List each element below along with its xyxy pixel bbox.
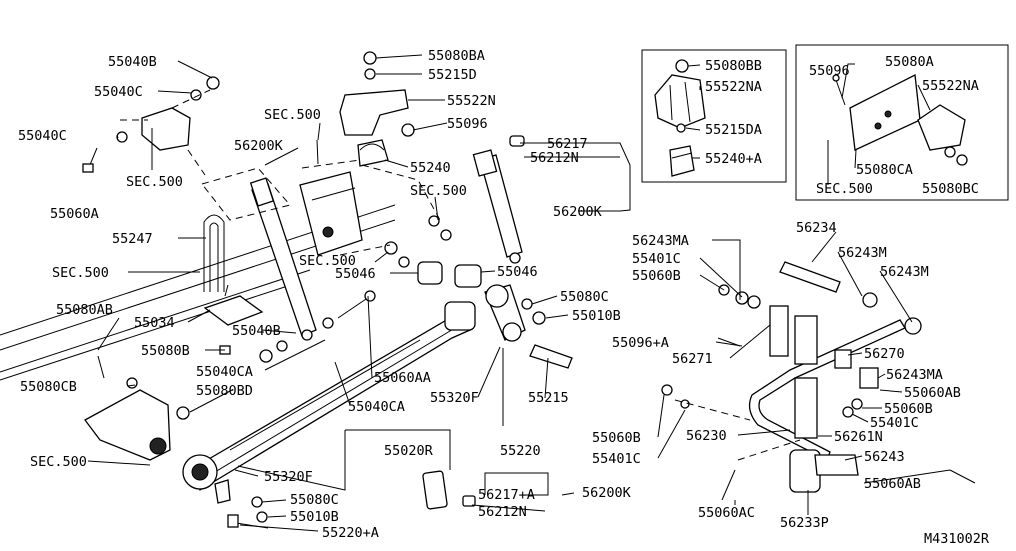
label-55080C: 55080C bbox=[290, 492, 339, 508]
label-56243MA: 56243MA bbox=[632, 233, 689, 249]
label-55060B: 55060B bbox=[632, 268, 681, 284]
label-55020R: 55020R bbox=[384, 443, 434, 459]
label-sec500: SEC.500 bbox=[126, 174, 183, 190]
label-55080AB: 55080AB bbox=[56, 302, 113, 318]
label-55060B: 55060B bbox=[884, 401, 933, 417]
label-55080BA: 55080BA bbox=[428, 48, 485, 64]
label-55240: 55240 bbox=[410, 160, 451, 176]
inset-right-parts bbox=[832, 73, 968, 166]
shackle bbox=[484, 284, 573, 369]
leader-lines bbox=[87, 54, 951, 532]
fasteners bbox=[82, 51, 546, 529]
label-56217A: 56217+A bbox=[478, 487, 535, 503]
label-56217: 56217 bbox=[547, 136, 588, 152]
label-55220: 55220 bbox=[500, 443, 541, 459]
label-55040C: 55040C bbox=[94, 84, 143, 100]
label-55080B: 55080B bbox=[141, 343, 190, 359]
frame-bracket bbox=[299, 171, 363, 256]
label-55240A: 55240+A bbox=[705, 151, 762, 167]
label-55046: 55046 bbox=[335, 266, 376, 282]
label-55040B: 55040B bbox=[108, 54, 157, 70]
label-55034: 55034 bbox=[134, 315, 175, 331]
upper-bracket bbox=[141, 107, 191, 151]
label-55247: 55247 bbox=[112, 231, 153, 247]
label-sec500: SEC.500 bbox=[299, 253, 356, 269]
inset-box-left bbox=[641, 49, 787, 183]
bump-bracket bbox=[339, 89, 409, 167]
label-55220A: 55220+A bbox=[322, 525, 379, 541]
label-56243MA: 56243MA bbox=[886, 367, 943, 383]
label-55080A: 55080A bbox=[885, 54, 934, 70]
stabilizer-bar bbox=[661, 261, 976, 501]
label-56243M: 56243M bbox=[880, 264, 929, 280]
inset-box-right bbox=[795, 44, 1009, 201]
u-bolt bbox=[203, 214, 225, 292]
label-55010B: 55010B bbox=[290, 509, 339, 525]
shock-absorber-left bbox=[249, 177, 317, 341]
label-55080BC: 55080BC bbox=[922, 181, 979, 197]
label-55401C: 55401C bbox=[592, 451, 641, 467]
label-55080C: 55080C bbox=[560, 289, 609, 305]
label-56261N: 56261N bbox=[834, 429, 883, 445]
label-55096: 55096 bbox=[447, 116, 488, 132]
label-55060A: 55060A bbox=[50, 206, 99, 222]
label-55522N: 55522N bbox=[447, 93, 496, 109]
part-labels: 55040B 55040C 55040C 55060A SEC.500 5508… bbox=[18, 48, 990, 547]
label-55522NA: 55522NA bbox=[705, 79, 762, 95]
label-55522NA: 55522NA bbox=[922, 78, 979, 94]
label-55010B: 55010B bbox=[572, 308, 621, 324]
label-56234: 56234 bbox=[796, 220, 837, 236]
label-55215D: 55215D bbox=[428, 67, 477, 83]
label-55060AB: 55060AB bbox=[904, 385, 961, 401]
front-hanger bbox=[84, 389, 171, 461]
label-55320F: 55320F bbox=[264, 469, 313, 485]
label-55060AC: 55060AC bbox=[698, 505, 755, 521]
shock-absorber-bottom bbox=[422, 470, 476, 510]
label-sec500: SEC.500 bbox=[264, 107, 321, 123]
label-55096A: 55096+A bbox=[612, 335, 669, 351]
label-55080CB: 55080CB bbox=[20, 379, 77, 395]
label-55080BD: 55080BD bbox=[196, 383, 253, 399]
label-55215DA: 55215DA bbox=[705, 122, 762, 138]
label-55060AB: 55060AB bbox=[864, 476, 921, 492]
label-sec500: SEC.500 bbox=[30, 454, 87, 470]
label-55040CA: 55040CA bbox=[196, 364, 253, 380]
label-diagram-code: M431002R bbox=[924, 531, 990, 547]
label-55320F: 55320F bbox=[430, 390, 479, 406]
leaf-spring bbox=[182, 301, 476, 491]
dash-guides bbox=[120, 89, 801, 461]
label-56271: 56271 bbox=[672, 351, 713, 367]
label-55080CA: 55080CA bbox=[856, 162, 913, 178]
label-56200K: 56200K bbox=[234, 138, 284, 154]
label-56230: 56230 bbox=[686, 428, 727, 444]
label-sec500: SEC.500 bbox=[52, 265, 109, 281]
label-55401C: 55401C bbox=[632, 251, 681, 267]
label-55040CA: 55040CA bbox=[348, 399, 405, 415]
label-55401C: 55401C bbox=[870, 415, 919, 431]
label-56233P: 56233P bbox=[780, 515, 829, 531]
label-55096: 55096 bbox=[809, 63, 850, 79]
label-55040C: 55040C bbox=[18, 128, 67, 144]
label-56212N: 56212N bbox=[530, 150, 579, 166]
spring-plate bbox=[203, 284, 264, 326]
inset-left-parts bbox=[654, 59, 706, 177]
bushings bbox=[417, 261, 482, 288]
label-56243: 56243 bbox=[864, 449, 905, 465]
label-55046: 55046 bbox=[497, 264, 538, 280]
label-55060AA: 55060AA bbox=[374, 370, 431, 386]
shock-absorber-right bbox=[472, 135, 525, 264]
label-55080BB: 55080BB bbox=[705, 58, 762, 74]
label-55040B: 55040B bbox=[232, 323, 281, 339]
label-56200K: 56200K bbox=[553, 204, 603, 220]
label-sec500: SEC.500 bbox=[410, 183, 467, 199]
label-56243M: 56243M bbox=[838, 245, 887, 261]
label-56212N: 56212N bbox=[478, 504, 527, 520]
label-55215: 55215 bbox=[528, 390, 569, 406]
label-55060B: 55060B bbox=[592, 430, 641, 446]
label-56270: 56270 bbox=[864, 346, 905, 362]
label-sec500: SEC.500 bbox=[816, 181, 873, 197]
label-56200K: 56200K bbox=[582, 485, 632, 501]
